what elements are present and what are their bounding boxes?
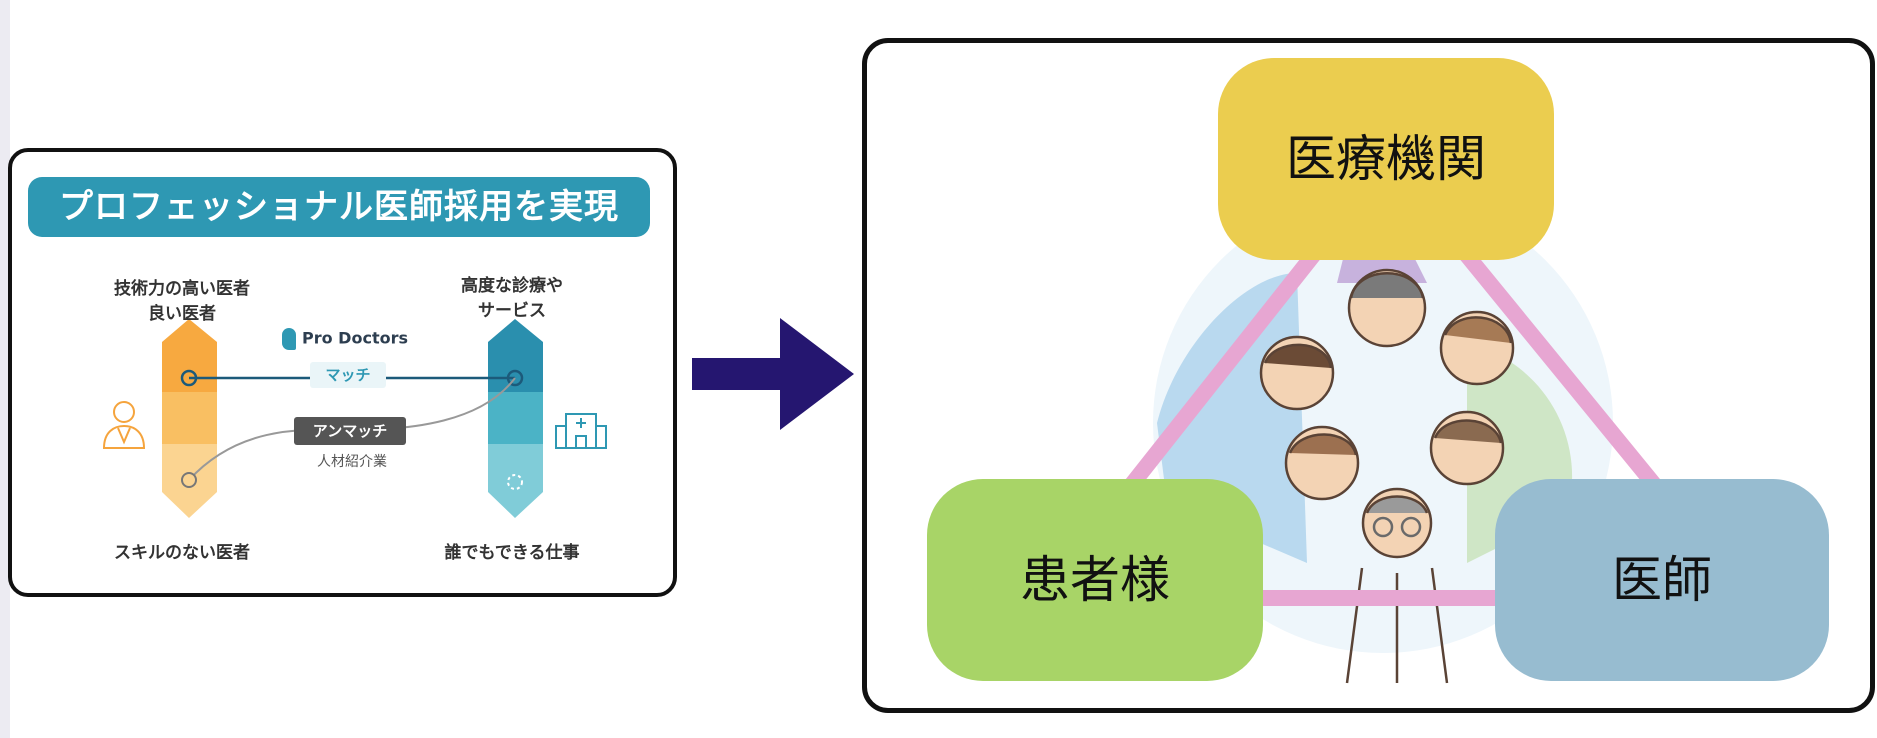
triangle-connectors <box>1121 245 1665 606</box>
unskilled-doctor-label: スキルのない医者 <box>114 543 250 563</box>
teal-segment-1 <box>488 342 543 392</box>
match-start-dot <box>180 369 198 387</box>
match-end-dot <box>506 369 524 387</box>
match-tag: マッチ <box>310 362 386 388</box>
glasses-right-icon <box>1400 516 1422 538</box>
medical-doctor-connector <box>1457 245 1665 496</box>
recruitment-panel: プロフェッショナル医師採用を実現 技術力の高い医者 良い医者 高度な診療や サー… <box>8 148 677 597</box>
teal-segment-2 <box>488 392 543 444</box>
advanced-service-label: 高度な診療や サービス <box>432 274 592 324</box>
hospital-icon <box>555 413 607 449</box>
hair-3 <box>1263 343 1333 369</box>
glasses-left-icon <box>1372 516 1394 538</box>
right-arrow-icon <box>692 318 854 430</box>
advanced-service-line1: 高度な診療や <box>461 276 563 296</box>
teal-column-bottom <box>488 492 543 518</box>
unmatch-start-dot <box>181 472 197 488</box>
prodoctors-logo-icon <box>282 328 296 350</box>
hair-2 <box>1443 316 1513 344</box>
high-skill-doctor-line2: 良い医者 <box>148 304 216 324</box>
orange-segment-2 <box>162 392 217 444</box>
high-skill-doctor-line1: 技術力の高い医者 <box>114 279 250 299</box>
doctor-person-icon <box>102 401 146 449</box>
orange-column-bottom <box>162 492 217 518</box>
anyone-job-label: 誰でもできる仕事 <box>444 543 580 563</box>
stakeholder-panel: 医療機関 患者様 医師 <box>862 38 1875 713</box>
banner-title: プロフェッショナル医師採用を実現 <box>28 177 650 237</box>
advanced-service-line2: サービス <box>478 301 546 321</box>
brand: Pro Doctors <box>282 328 408 350</box>
hair-doctor <box>1365 495 1429 514</box>
hair-1 <box>1349 272 1425 299</box>
agency-label: 人材紹介業 <box>317 454 387 470</box>
hair-5 <box>1288 433 1358 456</box>
teal-dashed-dot <box>507 474 523 490</box>
people-heads <box>1259 268 1515 684</box>
teal-column-top <box>488 319 543 342</box>
high-skill-doctor-label: 技術力の高い医者 良い医者 <box>92 277 272 327</box>
brand-text: Pro Doctors <box>302 328 408 348</box>
medical-patient-connector <box>1121 245 1323 496</box>
medical-institution-box: 医療機関 <box>1218 58 1554 260</box>
hair-4 <box>1433 419 1503 444</box>
left-edge-strip <box>0 0 10 738</box>
doctor-box: 医師 <box>1495 479 1829 681</box>
teal-segment-3 <box>488 444 543 492</box>
patient-box: 患者様 <box>927 479 1263 681</box>
orange-segment-1 <box>162 342 217 392</box>
orange-column-top <box>162 319 217 342</box>
unmatch-tag: アンマッチ <box>294 417 406 445</box>
